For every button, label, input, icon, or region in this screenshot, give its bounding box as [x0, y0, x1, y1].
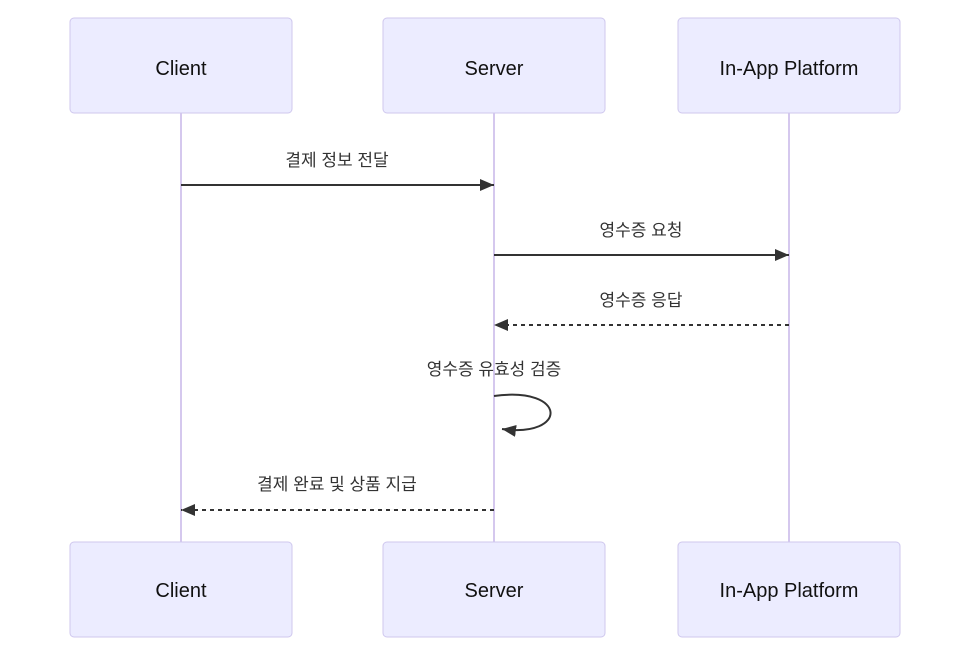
actor-box [382, 17, 606, 114]
actor-bottom-server: Server [382, 541, 606, 638]
actor-label-inapp-platform: In-App Platform [720, 580, 859, 602]
message-payment-complete: 결제 완료 및 상품 지급 [181, 475, 494, 516]
message-label: 영수증 요청 [600, 221, 683, 240]
message-receipt-validation-selfloop: 영수증 유효성 검증 [427, 360, 562, 437]
actor-box [69, 541, 293, 638]
actor-bottom-inapp-platform: In-App Platform [677, 541, 901, 638]
actor-box [677, 17, 901, 114]
actor-box [69, 17, 293, 114]
message-receipt-request: 영수증 요청 [494, 221, 789, 261]
self-loop-arrow [493, 393, 552, 437]
message-payment-info: 결제 정보 전달 [181, 151, 494, 191]
message-label: 영수증 유효성 검증 [427, 360, 562, 379]
actor-top-server: Server [382, 17, 606, 114]
actor-label-inapp-platform: In-App Platform [720, 58, 859, 80]
actor-box [382, 541, 606, 638]
actor-bottom-client: Client [69, 541, 293, 638]
message-label: 결제 완료 및 상품 지급 [257, 475, 417, 494]
actor-label-server: Server [465, 58, 524, 80]
message-receipt-response: 영수증 응답 [494, 291, 789, 331]
actor-label-client: Client [155, 58, 207, 80]
actor-top-inapp-platform: In-App Platform [677, 17, 901, 114]
actor-label-server: Server [465, 580, 524, 602]
actor-label-client: Client [155, 580, 207, 602]
actor-box [677, 541, 901, 638]
actor-top-client: Client [69, 17, 293, 114]
message-label: 영수증 응답 [600, 291, 683, 310]
message-label: 결제 정보 전달 [285, 151, 389, 170]
